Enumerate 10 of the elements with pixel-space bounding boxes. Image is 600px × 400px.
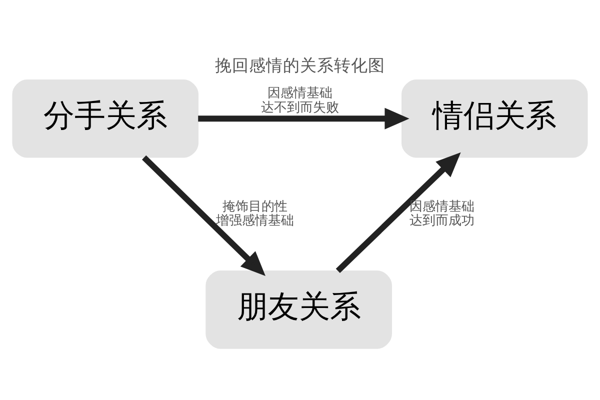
diagram-title: 挽回感情的关系转化图 [215,55,385,74]
node-box: 情侣关系 [401,78,588,158]
node-box: 朋友关系 [206,270,392,348]
arrow [142,154,266,276]
edge-label: 因感情基础达到而成功 [409,198,474,228]
edge-label: 因感情基础达不到而失败 [261,86,339,115]
node-box: 分手关系 [12,78,199,158]
arrow [198,107,410,129]
edge-label: 掩饰目的性增强感情基础 [216,198,294,228]
arrow [336,152,461,272]
